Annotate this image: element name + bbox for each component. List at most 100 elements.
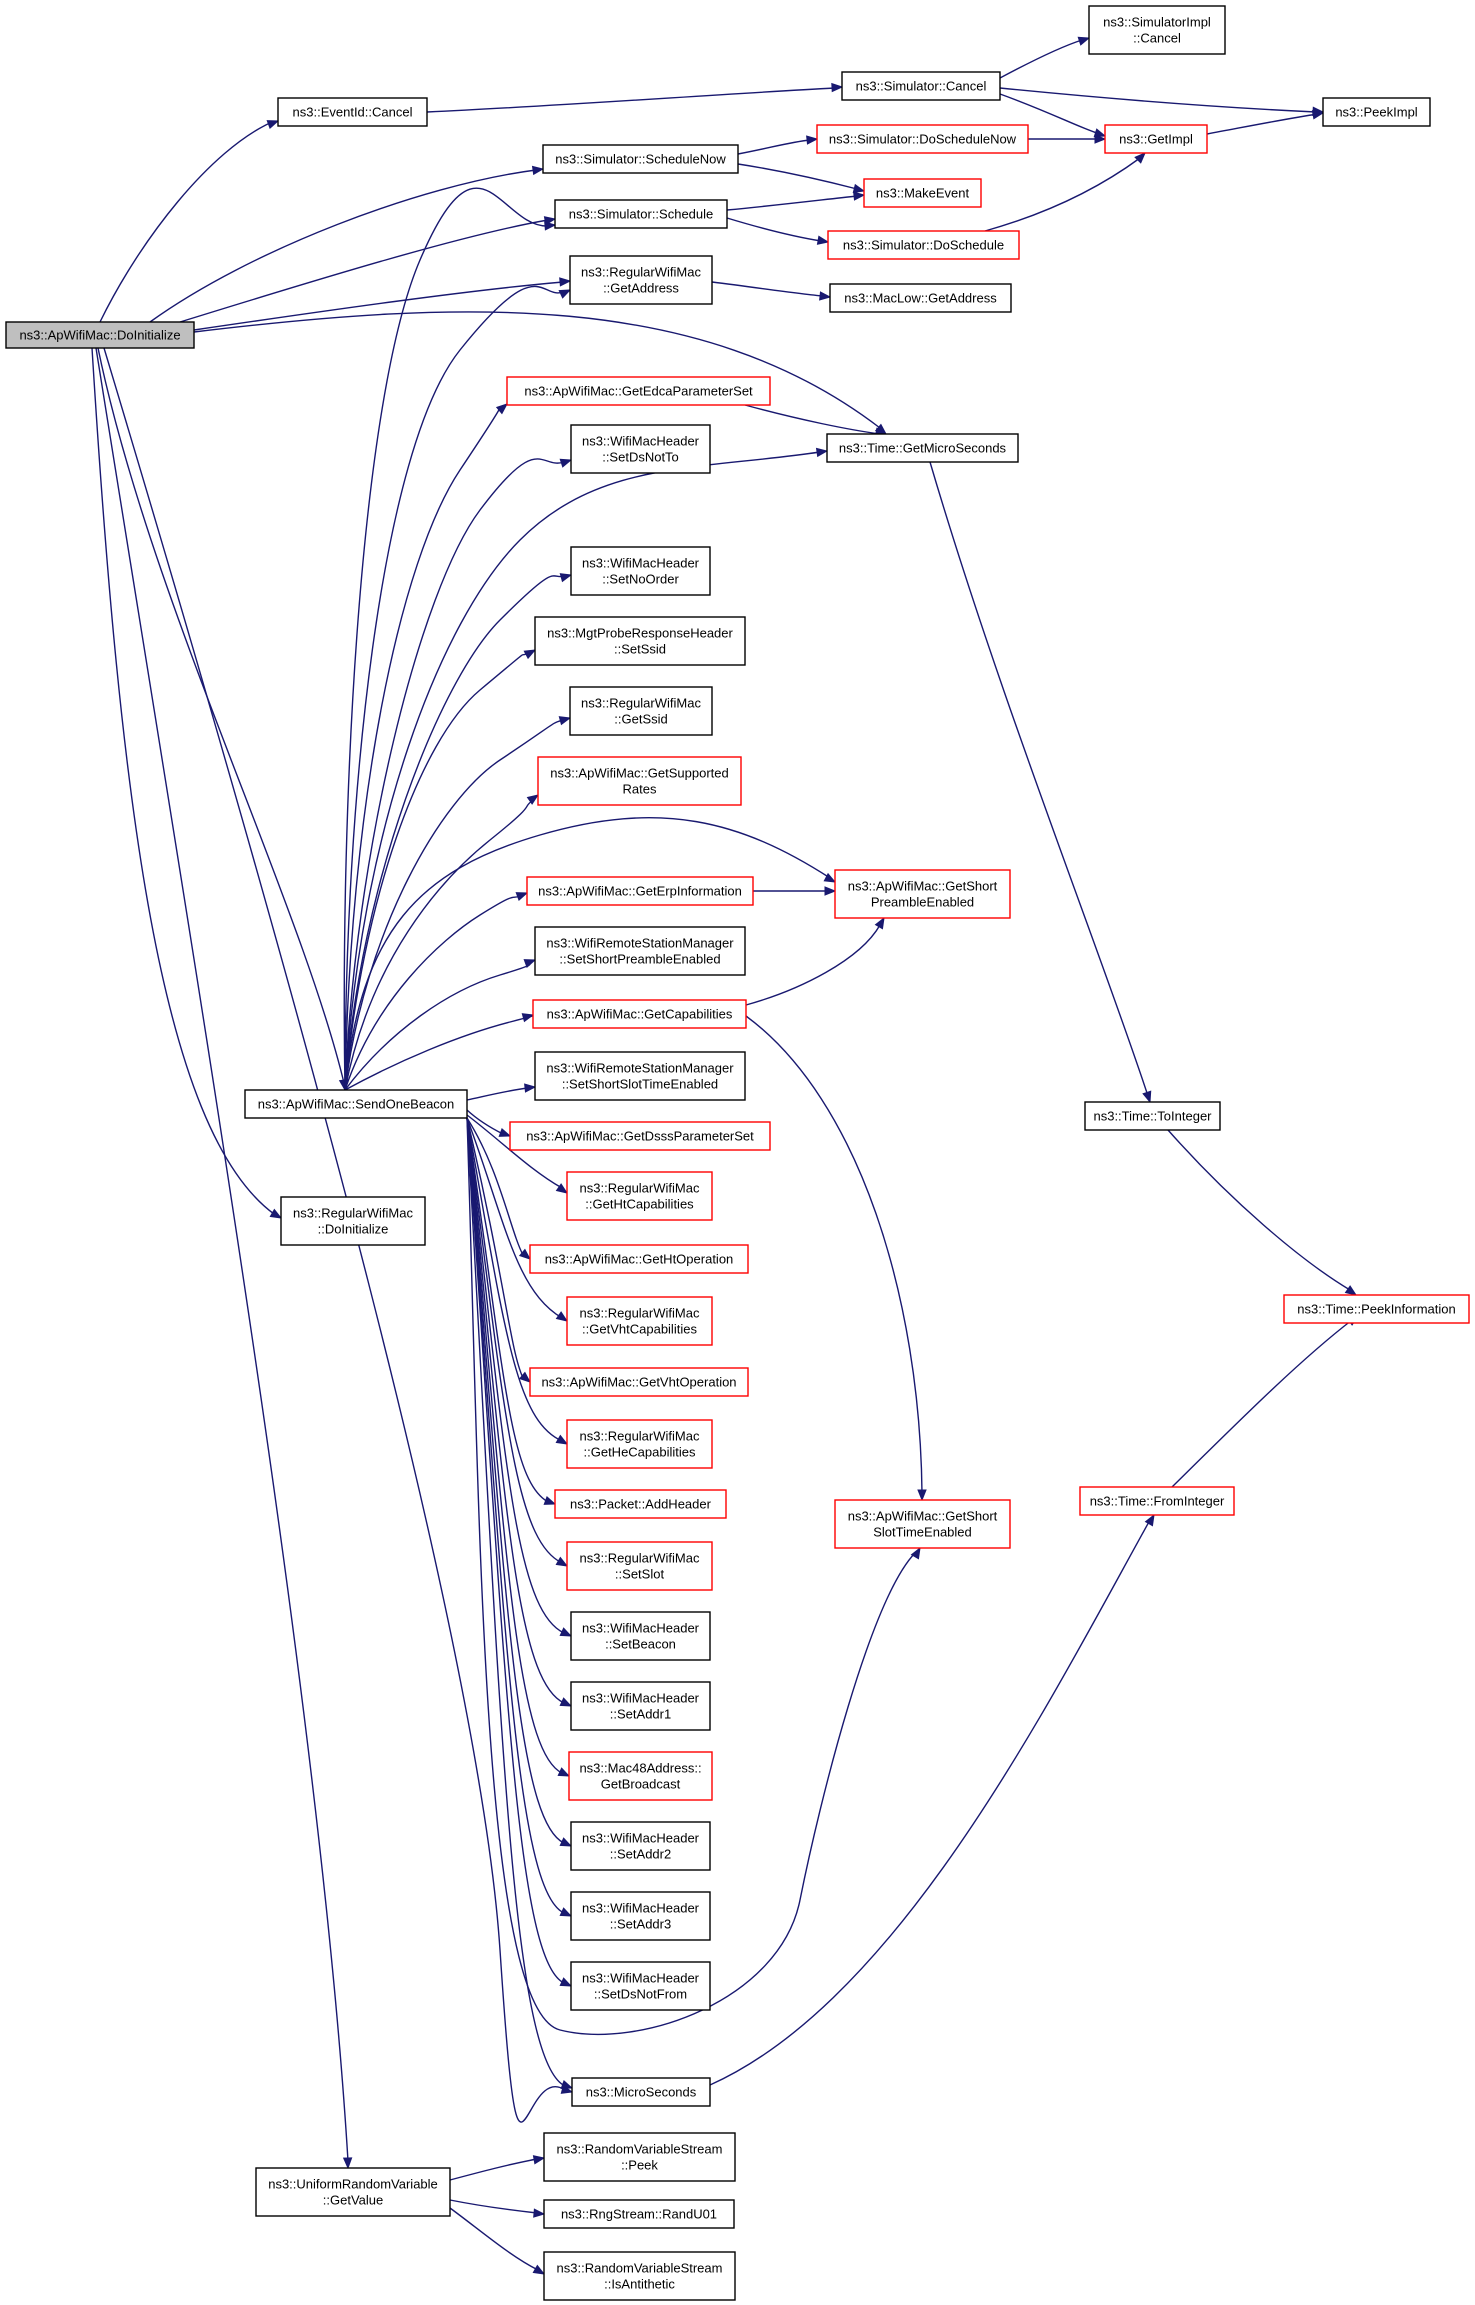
node-sendonebeacon[interactable]: ns3::ApWifiMac::SendOneBeacon <box>244 1089 468 1119</box>
node-makeevent[interactable]: ns3::MakeEvent <box>863 178 982 208</box>
node-wrsm-setshortslot[interactable]: ns3::WifiRemoteStationManager::SetShortS… <box>534 1051 746 1101</box>
node-simimpl-cancel[interactable]: ns3::SimulatorImpl::Cancel <box>1088 5 1226 55</box>
node-box <box>1322 97 1431 127</box>
node-sim-cancel[interactable]: ns3::Simulator::Cancel <box>841 71 1001 101</box>
node-rwm-getvhtcap[interactable]: ns3::RegularWifiMac::GetVhtCapabilities <box>566 1296 713 1346</box>
edge-sob-getssid <box>344 716 572 1091</box>
node-rwm-setslot[interactable]: ns3::RegularWifiMac::SetSlot <box>566 1541 713 1591</box>
node-label: Rates <box>623 782 657 797</box>
node-apwm-getdsss[interactable]: ns3::ApWifiMac::GetDsssParameterSet <box>509 1121 771 1151</box>
edge-edca-getmicroseconds <box>744 404 888 437</box>
node-sim-doschedulenow[interactable]: ns3::Simulator::DoScheduleNow <box>816 124 1029 154</box>
node-eventid-cancel[interactable]: ns3::EventId::Cancel <box>277 97 428 127</box>
edge-sob-microseconds <box>466 1117 574 2089</box>
node-rwm-getssid[interactable]: ns3::RegularWifiMac::GetSsid <box>569 686 713 736</box>
edge-line-tointeger-peekinfo <box>1167 1129 1351 1291</box>
node-sim-schedule[interactable]: ns3::Simulator::Schedule <box>554 199 728 229</box>
edge-line-root-rwmdoinit <box>91 347 275 1215</box>
node-rvs-isantithetic[interactable]: ns3::RandomVariableStream::IsAntithetic <box>543 2251 736 2301</box>
node-apwm-gethtop[interactable]: ns3::ApWifiMac::GetHtOperation <box>529 1244 749 1274</box>
edge-sob-setaddr1 <box>466 1117 573 1707</box>
node-rvs-peek[interactable]: ns3::RandomVariableStream::Peek <box>543 2132 736 2182</box>
edge-arrowhead-schedule-doschedule <box>816 235 830 245</box>
node-label: ns3::RegularWifiMac <box>580 1429 700 1444</box>
edge-line-getimpl-peekimpl <box>1206 113 1319 135</box>
node-wmh-setdsnotfrom[interactable]: ns3::WifiMacHeader::SetDsNotFrom <box>570 1961 711 2011</box>
node-sim-doschedule[interactable]: ns3::Simulator::DoSchedule <box>827 230 1020 260</box>
edge-schedule-doschedule <box>726 217 830 245</box>
node-wmh-setdsnotto[interactable]: ns3::WifiMacHeader::SetDsNotTo <box>570 424 711 474</box>
node-time-tointeger[interactable]: ns3::Time::ToInteger <box>1084 1101 1221 1131</box>
edge-line-sob-setslot <box>466 1117 563 1564</box>
edge-arrowhead-sob-addheader <box>543 1495 557 1505</box>
node-box <box>1079 1486 1235 1516</box>
node-box <box>566 1296 713 1346</box>
node-apwm-getedca[interactable]: ns3::ApWifiMac::GetEdcaParameterSet <box>506 376 771 406</box>
node-apwm-getvhtop[interactable]: ns3::ApWifiMac::GetVhtOperation <box>529 1367 749 1397</box>
node-box <box>568 1751 713 1801</box>
node-wrsm-setshortpreamble[interactable]: ns3::WifiRemoteStationManager::SetShortP… <box>534 926 746 976</box>
node-label: ns3::WifiMacHeader <box>582 1831 700 1846</box>
edge-line-frominteger-peekinfo <box>1171 1319 1353 1488</box>
node-sim-schedulenow[interactable]: ns3::Simulator::ScheduleNow <box>542 144 739 174</box>
node-box <box>1104 124 1208 154</box>
node-urv-getvalue[interactable]: ns3::UniformRandomVariable::GetValue <box>255 2167 451 2217</box>
node-label: ns3::PeekImpl <box>1335 105 1417 120</box>
node-rwm-getaddress[interactable]: ns3::RegularWifiMac::GetAddress <box>569 255 713 305</box>
node-label: ns3::RegularWifiMac <box>293 1206 413 1221</box>
edge-line-sob-getaddress <box>344 285 564 1091</box>
edge-sob-addheader <box>466 1117 557 1505</box>
edge-tointeger-peekinfo <box>1167 1129 1358 1296</box>
node-wmh-setnoorder[interactable]: ns3::WifiMacHeader::SetNoOrder <box>570 546 711 596</box>
node-box <box>570 1611 711 1661</box>
node-time-peekinfo[interactable]: ns3::Time::PeekInformation <box>1283 1294 1470 1324</box>
node-wmh-setaddr2[interactable]: ns3::WifiMacHeader::SetAddr2 <box>570 1821 711 1871</box>
node-label: ns3::Simulator::Cancel <box>856 79 987 94</box>
node-label: ns3::Simulator::ScheduleNow <box>555 152 726 167</box>
node-time-frominteger[interactable]: ns3::Time::FromInteger <box>1079 1486 1235 1516</box>
node-microseconds[interactable]: ns3::MicroSeconds <box>571 2077 711 2107</box>
node-wmh-setaddr3[interactable]: ns3::WifiMacHeader::SetAddr3 <box>570 1891 711 1941</box>
edge-sob-supportedrates <box>344 794 540 1091</box>
edge-line-sob-vhtcap <box>466 1117 563 1319</box>
node-rngstream-randu01[interactable]: ns3::RngStream::RandU01 <box>543 2199 735 2229</box>
edge-line-sob-setaddr2 <box>466 1117 565 1844</box>
node-label: ::SetDsNotTo <box>602 450 679 465</box>
node-mac48-getbroadcast[interactable]: ns3::Mac48Address::GetBroadcast <box>568 1751 713 1801</box>
edge-arrowhead-sob-htop <box>518 1248 532 1260</box>
edge-root-sendonebeacon <box>97 347 349 1092</box>
edge-line-sob-getbroadcast <box>466 1117 563 1774</box>
node-peekimpl[interactable]: ns3::PeekImpl <box>1322 97 1431 127</box>
node-rwm-gethecap[interactable]: ns3::RegularWifiMac::GetHeCapabilities <box>566 1419 713 1469</box>
edge-simcancel-getimpl <box>999 93 1107 138</box>
node-label: ns3::RandomVariableStream <box>557 2261 723 2276</box>
edge-arrowhead-root-schedulenow <box>531 165 545 176</box>
node-box <box>534 616 746 666</box>
node-rwm-doinitialize[interactable]: ns3::RegularWifiMac::DoInitialize <box>280 1196 426 1246</box>
node-box <box>829 283 1012 313</box>
node-root[interactable]: ns3::ApWifiMac::DoInitialize <box>5 321 195 349</box>
edge-urv-isantithetic <box>449 2207 546 2275</box>
edge-arrowhead-sob-vhtop <box>518 1371 532 1383</box>
node-getimpl[interactable]: ns3::GetImpl <box>1104 124 1208 154</box>
node-apwm-geterpinfo[interactable]: ns3::ApWifiMac::GetErpInformation <box>526 876 754 906</box>
node-box <box>5 321 195 349</box>
node-packet-addheader[interactable]: ns3::Packet::AddHeader <box>554 1489 727 1519</box>
node-box <box>534 1051 746 1101</box>
node-mprh-setssid[interactable]: ns3::MgtProbeResponseHeader::SetSsid <box>534 616 746 666</box>
node-wmh-setbeacon[interactable]: ns3::WifiMacHeader::SetBeacon <box>570 1611 711 1661</box>
node-maclow-getaddress[interactable]: ns3::MacLow::GetAddress <box>829 283 1012 313</box>
node-label: ns3::Time::PeekInformation <box>1297 1302 1455 1317</box>
edge-line-capabilities-shortslot <box>745 1015 923 1494</box>
node-time-getmicroseconds[interactable]: ns3::Time::GetMicroSeconds <box>826 433 1019 463</box>
call-edges <box>91 36 1360 2275</box>
node-wmh-setaddr1[interactable]: ns3::WifiMacHeader::SetAddr1 <box>570 1681 711 1731</box>
node-apwm-getcapabilities[interactable]: ns3::ApWifiMac::GetCapabilities <box>532 999 747 1029</box>
node-rwm-gethtcap[interactable]: ns3::RegularWifiMac::GetHtCapabilities <box>566 1171 713 1221</box>
edge-arrowhead-capabilities-shortpreamble <box>874 916 885 930</box>
edge-root-getmicroseconds <box>193 311 888 435</box>
edge-line-schedule-doschedule <box>726 217 822 242</box>
